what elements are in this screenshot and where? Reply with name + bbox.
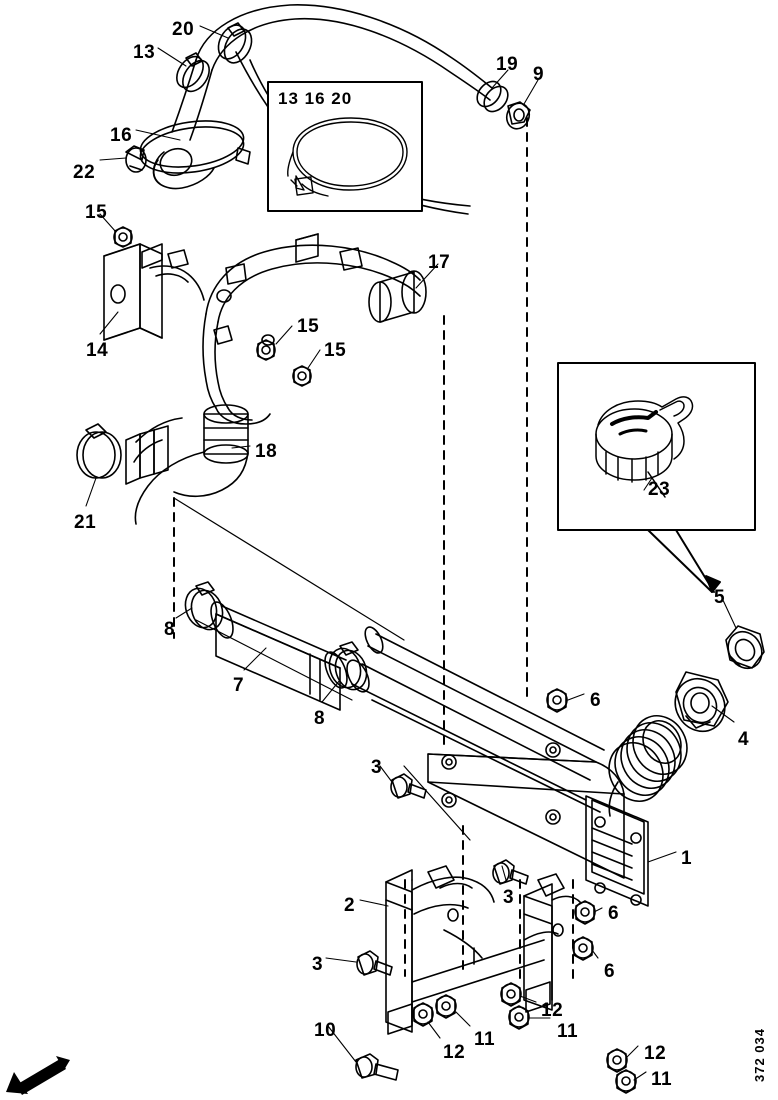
callout-11-b: 11 (557, 1021, 579, 1042)
nut-11-a (435, 994, 457, 1019)
elbow-hose-18 (125, 404, 249, 525)
filler-neck-flange-4 (674, 671, 729, 733)
callout-6-c: 6 (604, 961, 616, 982)
callout-3-b: 3 (503, 887, 515, 908)
nut-6-a (546, 688, 568, 713)
callout-11-a: 11 (474, 1029, 496, 1050)
nut-15-c (113, 226, 133, 248)
callout-20: 20 (172, 19, 195, 40)
callout-18: 18 (255, 441, 278, 462)
washer-12-b (500, 982, 522, 1007)
callout-4: 4 (738, 729, 750, 750)
callout-5: 5 (714, 587, 726, 608)
callout-23: 23 (648, 479, 671, 500)
callout-15-b: 15 (297, 316, 320, 337)
nut-11-b (508, 1005, 530, 1030)
callout-15-c: 15 (324, 340, 347, 361)
filler-cap-23 (595, 396, 694, 498)
assembly-dashed-lines (173, 117, 574, 981)
bolt-9 (505, 101, 531, 130)
charge-air-cooler-tank-1 (346, 626, 688, 907)
inset-cap-detail (557, 362, 756, 593)
filler-neck-threads (608, 715, 688, 802)
intake-manifold-17 (202, 233, 427, 425)
callout-1: 1 (681, 848, 693, 869)
hose-clamp-21 (76, 423, 122, 479)
callout-14: 14 (86, 340, 109, 361)
callout-22: 22 (73, 162, 96, 183)
nut-15-a (256, 339, 276, 361)
callout-10: 10 (314, 1020, 337, 1041)
callout-6-a: 6 (590, 690, 602, 711)
callout-7: 7 (233, 675, 245, 696)
callout-19: 19 (496, 54, 519, 75)
callout-8-a: 8 (164, 619, 176, 640)
side-bracket-14 (103, 243, 205, 341)
callout-12-b: 12 (443, 1042, 466, 1063)
nut-11-c (615, 1069, 637, 1094)
washer-12-a (412, 1002, 434, 1027)
diagram-id: 372 034 (752, 1028, 767, 1082)
washer-12-c (606, 1048, 628, 1073)
callout-3-c: 3 (312, 954, 324, 975)
callout-15-a: 15 (85, 202, 108, 223)
forward-direction-arrow (6, 1056, 70, 1095)
hose-clamp-19 (476, 80, 509, 113)
bolt-10 (355, 1053, 399, 1081)
callout-17: 17 (428, 252, 451, 273)
hose-collar-16 (139, 120, 251, 190)
hose-clamp-13 (176, 52, 210, 93)
nut-6-c (572, 936, 594, 961)
callout-leaders (85, 25, 737, 1081)
nut-15-b (292, 365, 312, 387)
hose-clamp-20 (217, 22, 253, 64)
filler-neck-cap-seat-5 (725, 625, 765, 670)
callout-8-b: 8 (314, 708, 326, 729)
callout-9: 9 (533, 64, 545, 85)
callout-3-a: 3 (371, 757, 383, 778)
callout-6-b: 6 (608, 903, 620, 924)
inset-clamp-header: 13 16 20 (278, 89, 353, 108)
callout-12-a: 12 (541, 1000, 564, 1021)
inset-clamp-drawing (287, 117, 408, 197)
clamp-screw-22 (125, 145, 147, 173)
bolt-3-c (356, 950, 393, 976)
mounting-bracket-2 (385, 865, 581, 1035)
callout-13: 13 (133, 42, 156, 63)
assembly-leader-lines (173, 497, 471, 841)
nut-body-small (441, 742, 561, 825)
bolt-3-a (390, 773, 427, 799)
callout-12-c: 12 (644, 1043, 667, 1064)
hose-clamp-8-a (184, 581, 224, 631)
callout-21: 21 (74, 512, 97, 533)
callout-11-c: 11 (651, 1069, 673, 1090)
callout-2: 2 (344, 895, 356, 916)
callout-16: 16 (110, 125, 133, 146)
bolt-3-b (492, 859, 529, 885)
air-duct-7 (210, 601, 348, 711)
nut-6-b (574, 900, 596, 925)
